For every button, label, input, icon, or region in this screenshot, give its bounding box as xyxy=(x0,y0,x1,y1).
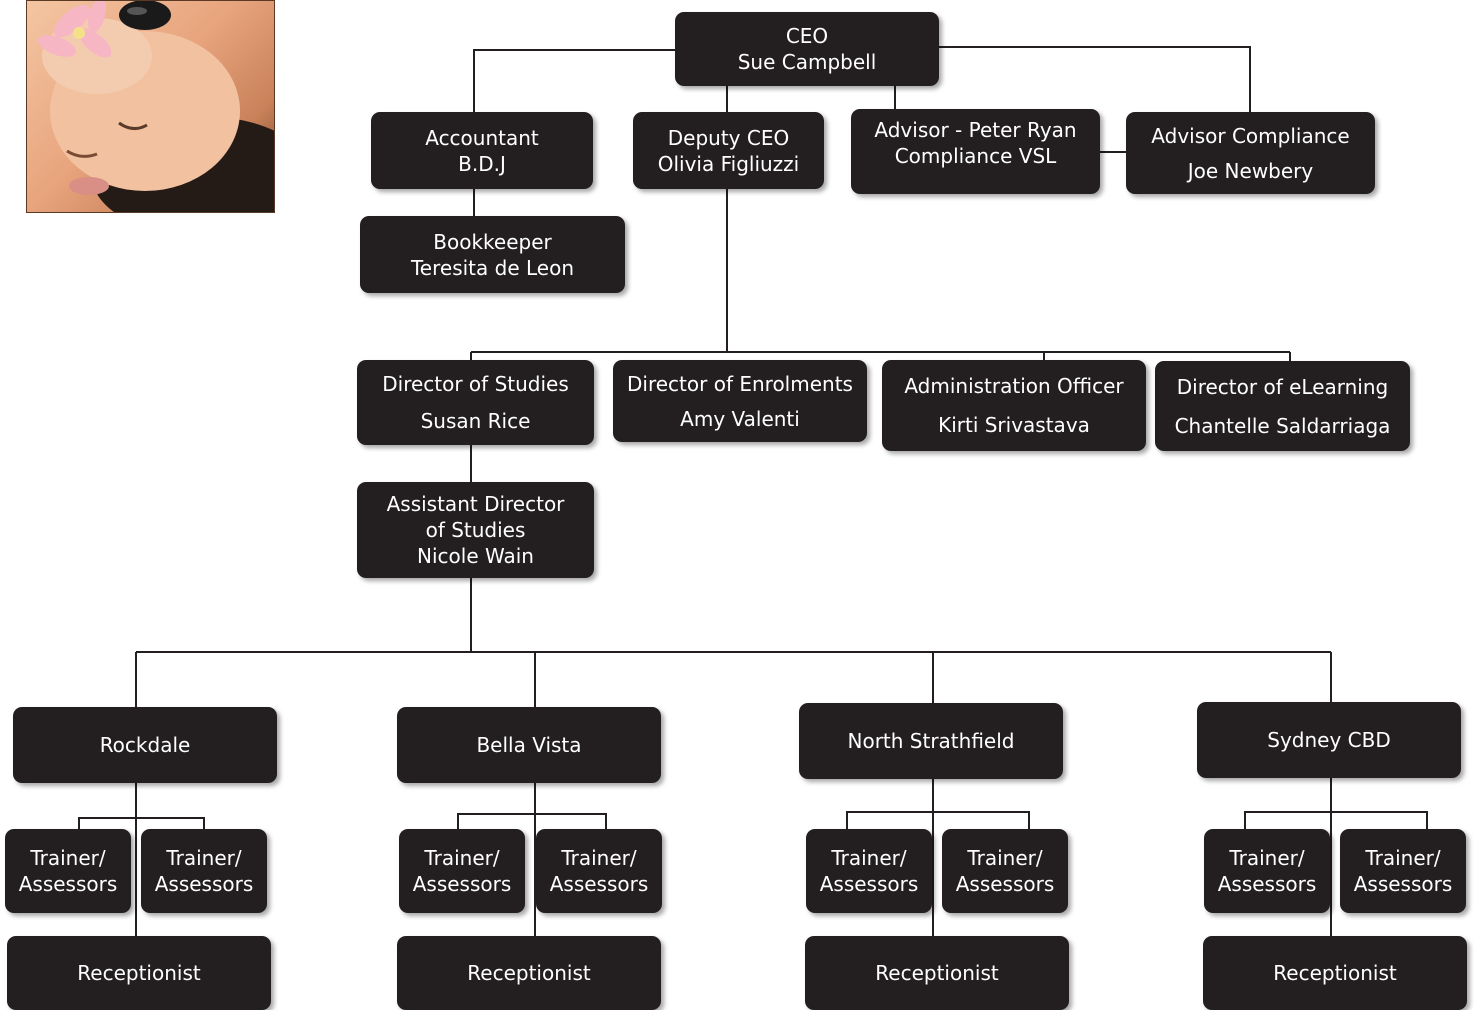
connector-rockdale-trainers xyxy=(78,817,205,829)
accountant-name: B.D.J xyxy=(458,151,506,176)
rockdale-trainer-assessors-2: Trainer/ Assessors xyxy=(141,829,267,913)
bookkeeper-title: Bookkeeper xyxy=(433,229,552,254)
campus-sydney-cbd-box: Sydney CBD xyxy=(1197,702,1461,778)
ceo-title: CEO xyxy=(785,24,829,48)
campus-name: Bella Vista xyxy=(476,733,582,757)
advisor-compliance-box: Advisor Compliance Joe Newbery xyxy=(1126,112,1375,194)
spa-woman-photo xyxy=(26,0,275,213)
accountant-title: Accountant xyxy=(425,125,539,150)
bookkeeper-box: Bookkeeper Teresita de Leon xyxy=(360,216,625,293)
deputy-ceo-title: Deputy CEO xyxy=(667,125,790,150)
deputy-ceo-name: Olivia Figliuzzi xyxy=(657,151,800,176)
sydney-cbd-trainer-assessors-2: Trainer/ Assessors xyxy=(1340,829,1466,913)
connector-sydney-cbd-trainers xyxy=(1244,811,1428,829)
north-strathfield-trainer-assessors-2: Trainer/ Assessors xyxy=(942,829,1068,913)
trainer-label: Trainer/ Assessors xyxy=(1353,846,1453,896)
trainer-label: Trainer/ Assessors xyxy=(154,846,254,896)
connector-ceo-advisor-compliance xyxy=(939,46,1251,112)
rockdale-receptionist-box: Receptionist xyxy=(7,936,271,1010)
director-of-elearning-title: Director of eLearning xyxy=(1176,374,1389,399)
connector-bella-vista-trainers xyxy=(457,813,607,829)
campus-name: North Strathfield xyxy=(847,729,1015,753)
director-of-studies-box: Director of Studies Susan Rice xyxy=(357,360,594,445)
assistant-director-title: Assistant Director of Studies xyxy=(386,492,565,542)
advisor-compliance-name: Joe Newbery xyxy=(1187,158,1314,183)
connector-north-strathfield-trainers xyxy=(846,811,1030,829)
sydney-cbd-receptionist-box: Receptionist xyxy=(1203,936,1467,1010)
director-of-enrolments-name: Amy Valenti xyxy=(680,406,800,431)
advisor-vsl-box: Advisor - Peter Ryan Compliance VSL xyxy=(851,109,1100,194)
bookkeeper-name: Teresita de Leon xyxy=(410,255,574,280)
campus-bella-vista-box: Bella Vista xyxy=(397,707,661,783)
campus-name: Sydney CBD xyxy=(1267,728,1391,752)
trainer-label: Trainer/ Assessors xyxy=(819,846,919,896)
trainer-label: Trainer/ Assessors xyxy=(1217,846,1317,896)
spa-photo-icon xyxy=(37,1,274,212)
north-strathfield-receptionist-box: Receptionist xyxy=(805,936,1069,1010)
administration-officer-title: Administration Officer xyxy=(904,373,1124,398)
assistant-director-box: Assistant Director of Studies Nicole Wai… xyxy=(357,482,594,578)
rockdale-trainer-assessors-1: Trainer/ Assessors xyxy=(5,829,131,913)
ceo-box: CEO Sue Campbell xyxy=(675,12,939,86)
receptionist-label: Receptionist xyxy=(467,961,591,985)
trainer-label: Trainer/ Assessors xyxy=(412,846,512,896)
bella-vista-trainer-assessors-1: Trainer/ Assessors xyxy=(399,829,525,913)
receptionist-label: Receptionist xyxy=(875,961,999,985)
advisor-vsl-name: Compliance VSL xyxy=(894,144,1057,168)
receptionist-label: Receptionist xyxy=(1273,961,1397,985)
director-of-studies-name: Susan Rice xyxy=(420,408,531,433)
campus-north-strathfield-box: North Strathfield xyxy=(799,703,1063,779)
accountant-box: Accountant B.D.J xyxy=(371,112,593,189)
trainer-label: Trainer/ Assessors xyxy=(549,846,649,896)
director-of-elearning-box: Director of eLearning Chantelle Saldarri… xyxy=(1155,361,1410,451)
campus-name: Rockdale xyxy=(99,733,191,757)
director-of-enrolments-title: Director of Enrolments xyxy=(627,371,853,396)
sydney-cbd-trainer-assessors-1: Trainer/ Assessors xyxy=(1204,829,1330,913)
administration-officer-name: Kirti Srivastava xyxy=(938,413,1090,438)
bella-vista-trainer-assessors-2: Trainer/ Assessors xyxy=(536,829,662,913)
advisor-compliance-title: Advisor Compliance xyxy=(1151,123,1350,148)
bella-vista-receptionist-box: Receptionist xyxy=(397,936,661,1010)
director-of-enrolments-box: Director of Enrolments Amy Valenti xyxy=(613,360,867,442)
trainer-label: Trainer/ Assessors xyxy=(955,846,1055,896)
director-of-studies-title: Director of Studies xyxy=(382,372,569,397)
assistant-director-name: Nicole Wain xyxy=(417,544,534,568)
administration-officer-box: Administration Officer Kirti Srivastava xyxy=(882,360,1146,451)
connector-ceo-accountant xyxy=(473,49,676,112)
receptionist-label: Receptionist xyxy=(77,961,201,985)
trainer-label: Trainer/ Assessors xyxy=(18,846,118,896)
north-strathfield-trainer-assessors-1: Trainer/ Assessors xyxy=(806,829,932,913)
campus-rockdale-box: Rockdale xyxy=(13,707,277,783)
deputy-ceo-box: Deputy CEO Olivia Figliuzzi xyxy=(633,112,824,189)
advisor-vsl-title: Advisor - Peter Ryan xyxy=(874,118,1077,142)
ceo-name: Sue Campbell xyxy=(737,50,877,74)
director-of-elearning-name: Chantelle Saldarriaga xyxy=(1174,413,1391,438)
